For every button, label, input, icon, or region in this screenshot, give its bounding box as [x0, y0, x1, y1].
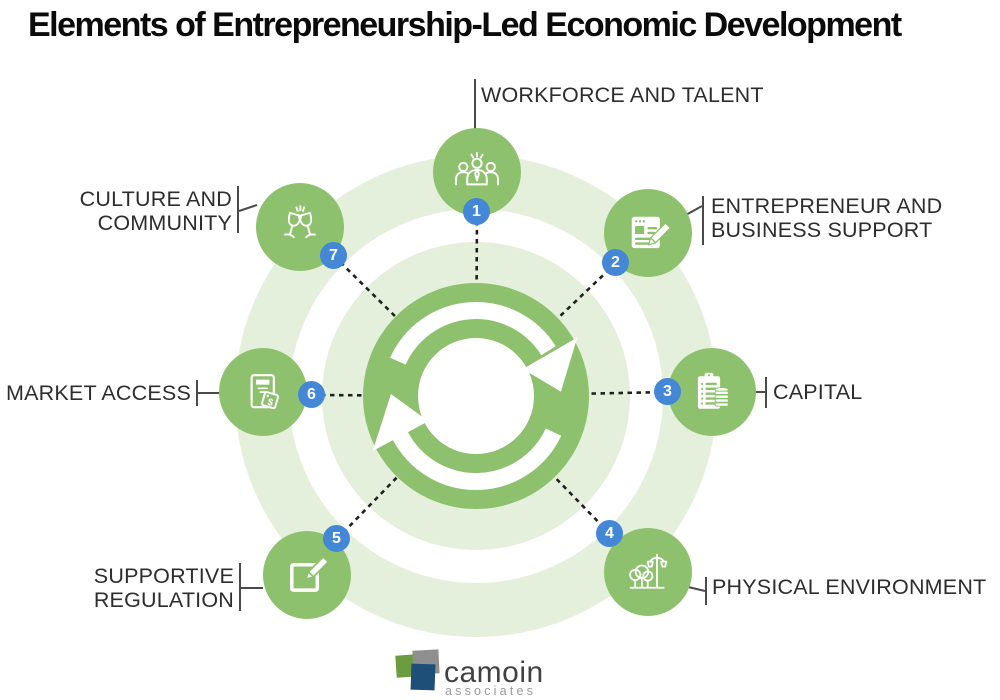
edit-pencil-icon — [290, 556, 330, 592]
label-workforce-and-talent: WORKFORCE AND TALENT — [481, 83, 764, 107]
node-number-badge-5: 5 — [323, 525, 350, 552]
logo-subtitle: associates — [445, 684, 537, 698]
badge-number: 4 — [605, 524, 614, 542]
badge-number: 6 — [307, 385, 316, 403]
node-number-badge-3: 3 — [654, 378, 681, 405]
label-market-access: MARKET ACCESS — [5, 381, 191, 405]
camoin-associates-logo: camoin associates — [395, 648, 570, 698]
champagne-glasses-icon — [284, 205, 316, 239]
cycle-arrows-icon — [363, 283, 589, 509]
logo-blue-square — [410, 663, 436, 691]
logo-name: camoin — [444, 656, 544, 689]
node-number-badge-4: 4 — [596, 520, 623, 547]
badge-number: 3 — [663, 382, 672, 400]
svg-text:$: $ — [266, 397, 275, 409]
document-pencil-icon — [631, 216, 672, 249]
page-title: Elements of Entrepreneurship-Led Economi… — [28, 6, 902, 44]
clipboard-coins-icon — [697, 372, 729, 409]
label-supportive-regulation: SUPPORTIVE REGULATION — [93, 564, 234, 612]
book-price-tag-icon: $ — [250, 374, 279, 410]
badge-number: 2 — [611, 253, 620, 271]
label-physical-environment: PHYSICAL ENVIRONMENT — [712, 575, 987, 599]
badge-number: 5 — [332, 529, 341, 547]
badge-number: 7 — [329, 246, 338, 264]
node-number-badge-7: 7 — [320, 242, 347, 269]
node-number-badge-1: 1 — [463, 198, 490, 225]
node-number-badge-2: 2 — [602, 249, 629, 276]
node-capital — [668, 348, 756, 436]
node-entrepreneur-business-support — [604, 189, 692, 277]
node-market-access: $ — [219, 348, 307, 436]
team-icon — [455, 151, 499, 186]
label-culture-and-community: CULTURE AND COMMUNITY — [79, 187, 232, 235]
trees-lamp-icon — [629, 554, 668, 589]
label-entrepreneur-business-support: ENTREPRENEUR AND BUSINESS SUPPORT — [711, 194, 943, 242]
badge-number: 1 — [472, 202, 481, 220]
label-capital: CAPITAL — [773, 380, 863, 404]
node-number-badge-6: 6 — [298, 381, 325, 408]
